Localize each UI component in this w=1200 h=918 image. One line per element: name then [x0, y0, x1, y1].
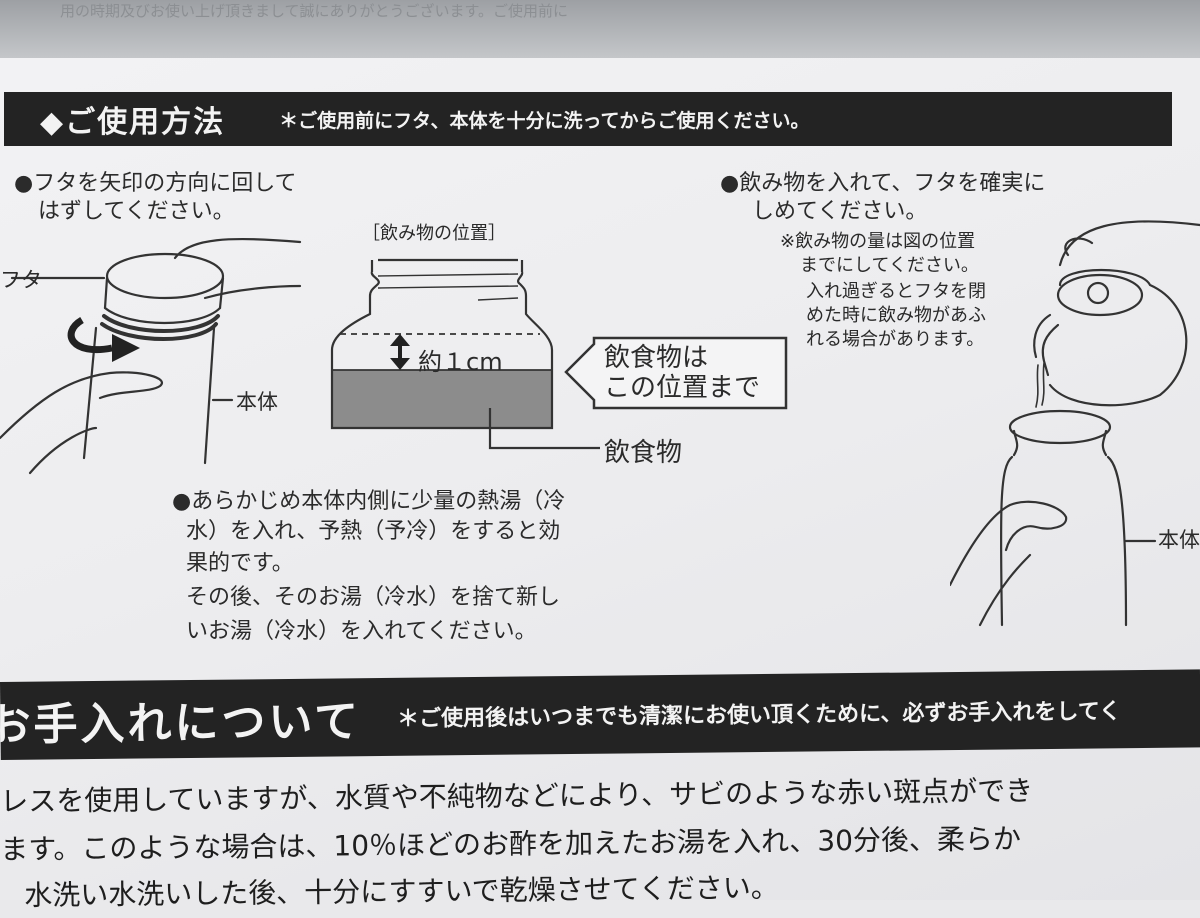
body-label-right: 本体 — [1158, 528, 1200, 552]
preheat-line2: 水）を入れ、予熱（予冷）をすると効 — [186, 519, 561, 544]
care-note: ＊ご使用後はいつまでも清潔にお使い頂くために、必ずお手入れをしてく — [396, 699, 1122, 732]
pouring-illustration — [950, 220, 1200, 627]
step2-text-line2: しめてください。 — [752, 199, 928, 224]
drink-position-diagram — [330, 258, 600, 450]
callout-arrow-box — [564, 336, 788, 410]
step1-text-line2: はずしてください。 — [38, 199, 235, 224]
paper-sheet — [0, 58, 1200, 900]
lid-removal-illustration — [0, 237, 302, 475]
care-header-bar: お手入れについて ＊ご使用後はいつまでも清潔にお使い頂くために、必ずお手入れをし… — [0, 669, 1200, 760]
preheat-line3: 果的です。 — [186, 551, 294, 576]
preheat-line1: ●あらかじめ本体内側に少量の熱湯（冷 — [172, 489, 566, 514]
care-body-line3: 水洗い水洗いした後、十分にすすいで乾燥させてください。 — [24, 871, 779, 912]
callout-line1: 飲食物は — [604, 343, 709, 373]
callout-line2: この位置まで — [604, 373, 761, 403]
diagram-title: ［飲み物の位置］ — [362, 223, 506, 244]
step2-note-line2: までにしてください。 — [800, 255, 979, 276]
top-shadow-area — [0, 0, 1200, 62]
usage-title: ◆ご使用方法 — [40, 105, 226, 140]
preheat-line5: いお湯（冷水）を入れてください。 — [186, 619, 537, 644]
step2-text-line1: ●飲み物を入れて、フタを確実に — [720, 171, 1046, 196]
body-label-left: 本体 — [236, 390, 278, 414]
step1-text-line1: ●フタを矢印の方向に回して — [14, 171, 297, 196]
usage-header-bar: ◆ご使用方法 ＊ご使用前にフタ、本体を十分に洗ってからご使用ください。 — [4, 92, 1172, 146]
care-title: お手入れについて — [0, 696, 362, 752]
preheat-line4: その後、そのお湯（冷水）を捨て新し — [186, 585, 561, 610]
measure-label: 約１cm — [418, 348, 503, 376]
step2-note-line1: ※飲み物の量は図の位置 — [780, 231, 976, 252]
step2-note-line4: めた時に飲み物があふ — [806, 305, 986, 326]
step2-note-line5: れる場合があります。 — [806, 329, 985, 350]
lid-label: フタ — [0, 268, 42, 292]
step2-note-line3: 入れ過ぎるとフタを閉 — [806, 281, 986, 302]
usage-note: ＊ご使用前にフタ、本体を十分に洗ってからご使用ください。 — [279, 109, 810, 132]
faded-top-text: 用の時期及びお使い上げ頂きまして誠にありがとうございます。ご使用前に — [60, 2, 569, 20]
food-label: 飲食物 — [604, 438, 683, 468]
